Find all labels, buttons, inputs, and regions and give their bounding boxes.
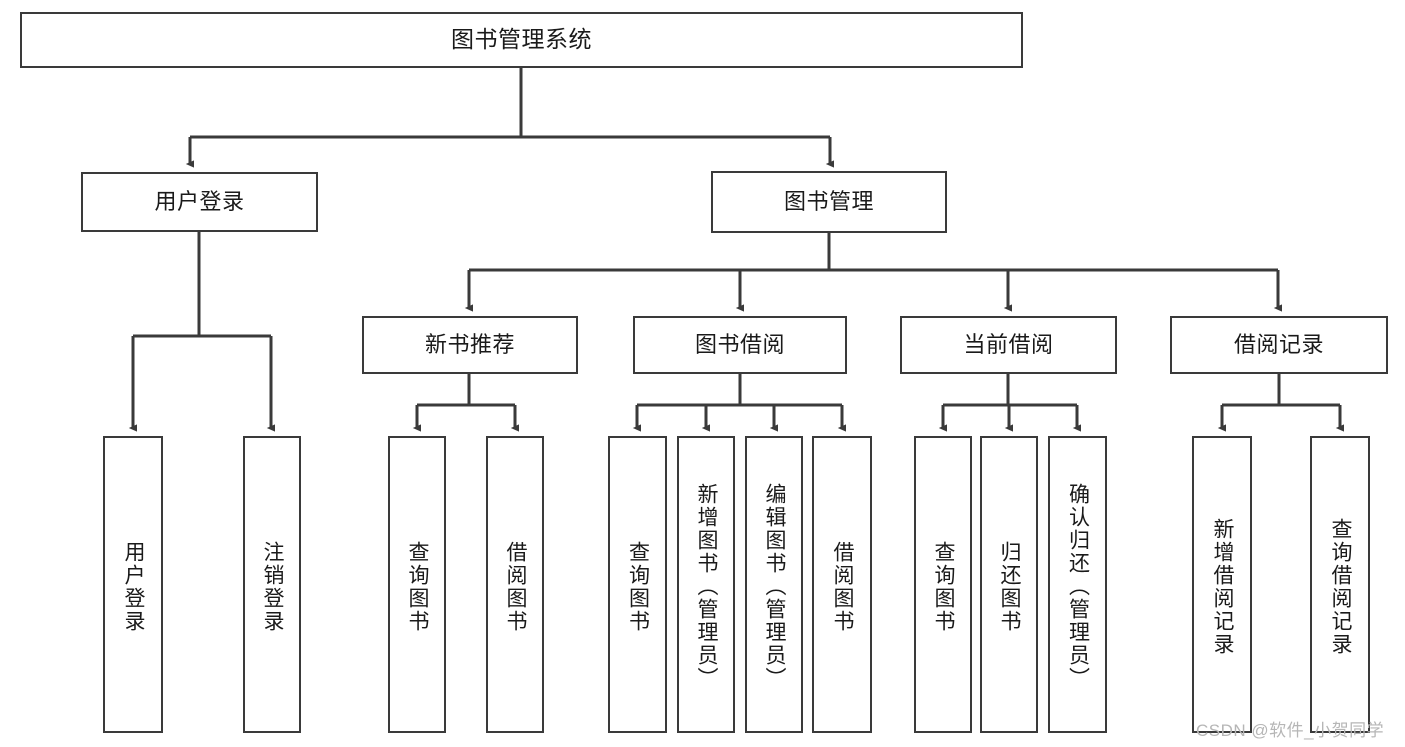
node-book-borrow-label: 图书借阅 (694, 332, 785, 358)
node-borrow-record-label: 借阅记录 (1233, 332, 1324, 358)
node-book-borrow[interactable]: 图书借阅 (633, 316, 847, 374)
node-leaf-add-record-label: 新增借阅记录 (1211, 517, 1235, 656)
node-new-book-recommend[interactable]: 新书推荐 (362, 316, 578, 374)
node-leaf-query-record-label: 查询借阅记录 (1329, 517, 1353, 656)
node-user-login-label: 用户登录 (154, 189, 245, 215)
node-leaf-confirm-return-label: 确认归还（管理员） (1066, 483, 1090, 690)
node-leaf-query-book-3[interactable]: 查询图书 (914, 436, 972, 733)
node-leaf-add-book[interactable]: 新增图书（管理员） (677, 436, 735, 733)
node-leaf-add-record[interactable]: 新增借阅记录 (1192, 436, 1252, 733)
node-root[interactable]: 图书管理系统 (20, 12, 1023, 68)
node-leaf-borrow-book-1-label: 借阅图书 (504, 540, 528, 633)
node-current-borrow[interactable]: 当前借阅 (900, 316, 1117, 374)
node-leaf-query-book-1-label: 查询图书 (406, 540, 430, 633)
csdn-watermark: CSDN @软件_小贺同学 (1196, 721, 1385, 740)
node-leaf-borrow-book-1[interactable]: 借阅图书 (486, 436, 544, 733)
node-current-borrow-label: 当前借阅 (963, 332, 1054, 358)
node-leaf-logout-label: 注销登录 (261, 540, 285, 633)
node-leaf-query-book-2-label: 查询图书 (626, 540, 650, 633)
node-leaf-borrow-book-2[interactable]: 借阅图书 (812, 436, 872, 733)
node-leaf-user-login-label: 用户登录 (122, 540, 146, 633)
node-book-manage-label: 图书管理 (783, 189, 874, 215)
node-leaf-edit-book[interactable]: 编辑图书（管理员） (745, 436, 803, 733)
node-leaf-return-book[interactable]: 归还图书 (980, 436, 1038, 733)
node-user-login[interactable]: 用户登录 (81, 172, 318, 232)
node-leaf-add-book-label: 新增图书（管理员） (695, 483, 719, 690)
node-leaf-confirm-return[interactable]: 确认归还（管理员） (1048, 436, 1107, 733)
node-root-label: 图书管理系统 (451, 26, 592, 53)
node-book-manage[interactable]: 图书管理 (711, 171, 947, 233)
node-leaf-edit-book-label: 编辑图书（管理员） (763, 483, 787, 690)
node-new-book-recommend-label: 新书推荐 (424, 332, 515, 358)
node-leaf-query-book-3-label: 查询图书 (932, 540, 956, 633)
node-leaf-query-book-2[interactable]: 查询图书 (608, 436, 667, 733)
node-leaf-borrow-book-2-label: 借阅图书 (831, 540, 855, 633)
node-leaf-query-record[interactable]: 查询借阅记录 (1310, 436, 1370, 733)
node-leaf-user-login[interactable]: 用户登录 (103, 436, 163, 733)
node-leaf-logout[interactable]: 注销登录 (243, 436, 301, 733)
node-borrow-record[interactable]: 借阅记录 (1170, 316, 1388, 374)
node-leaf-return-book-label: 归还图书 (998, 540, 1022, 633)
node-leaf-query-book-1[interactable]: 查询图书 (388, 436, 446, 733)
